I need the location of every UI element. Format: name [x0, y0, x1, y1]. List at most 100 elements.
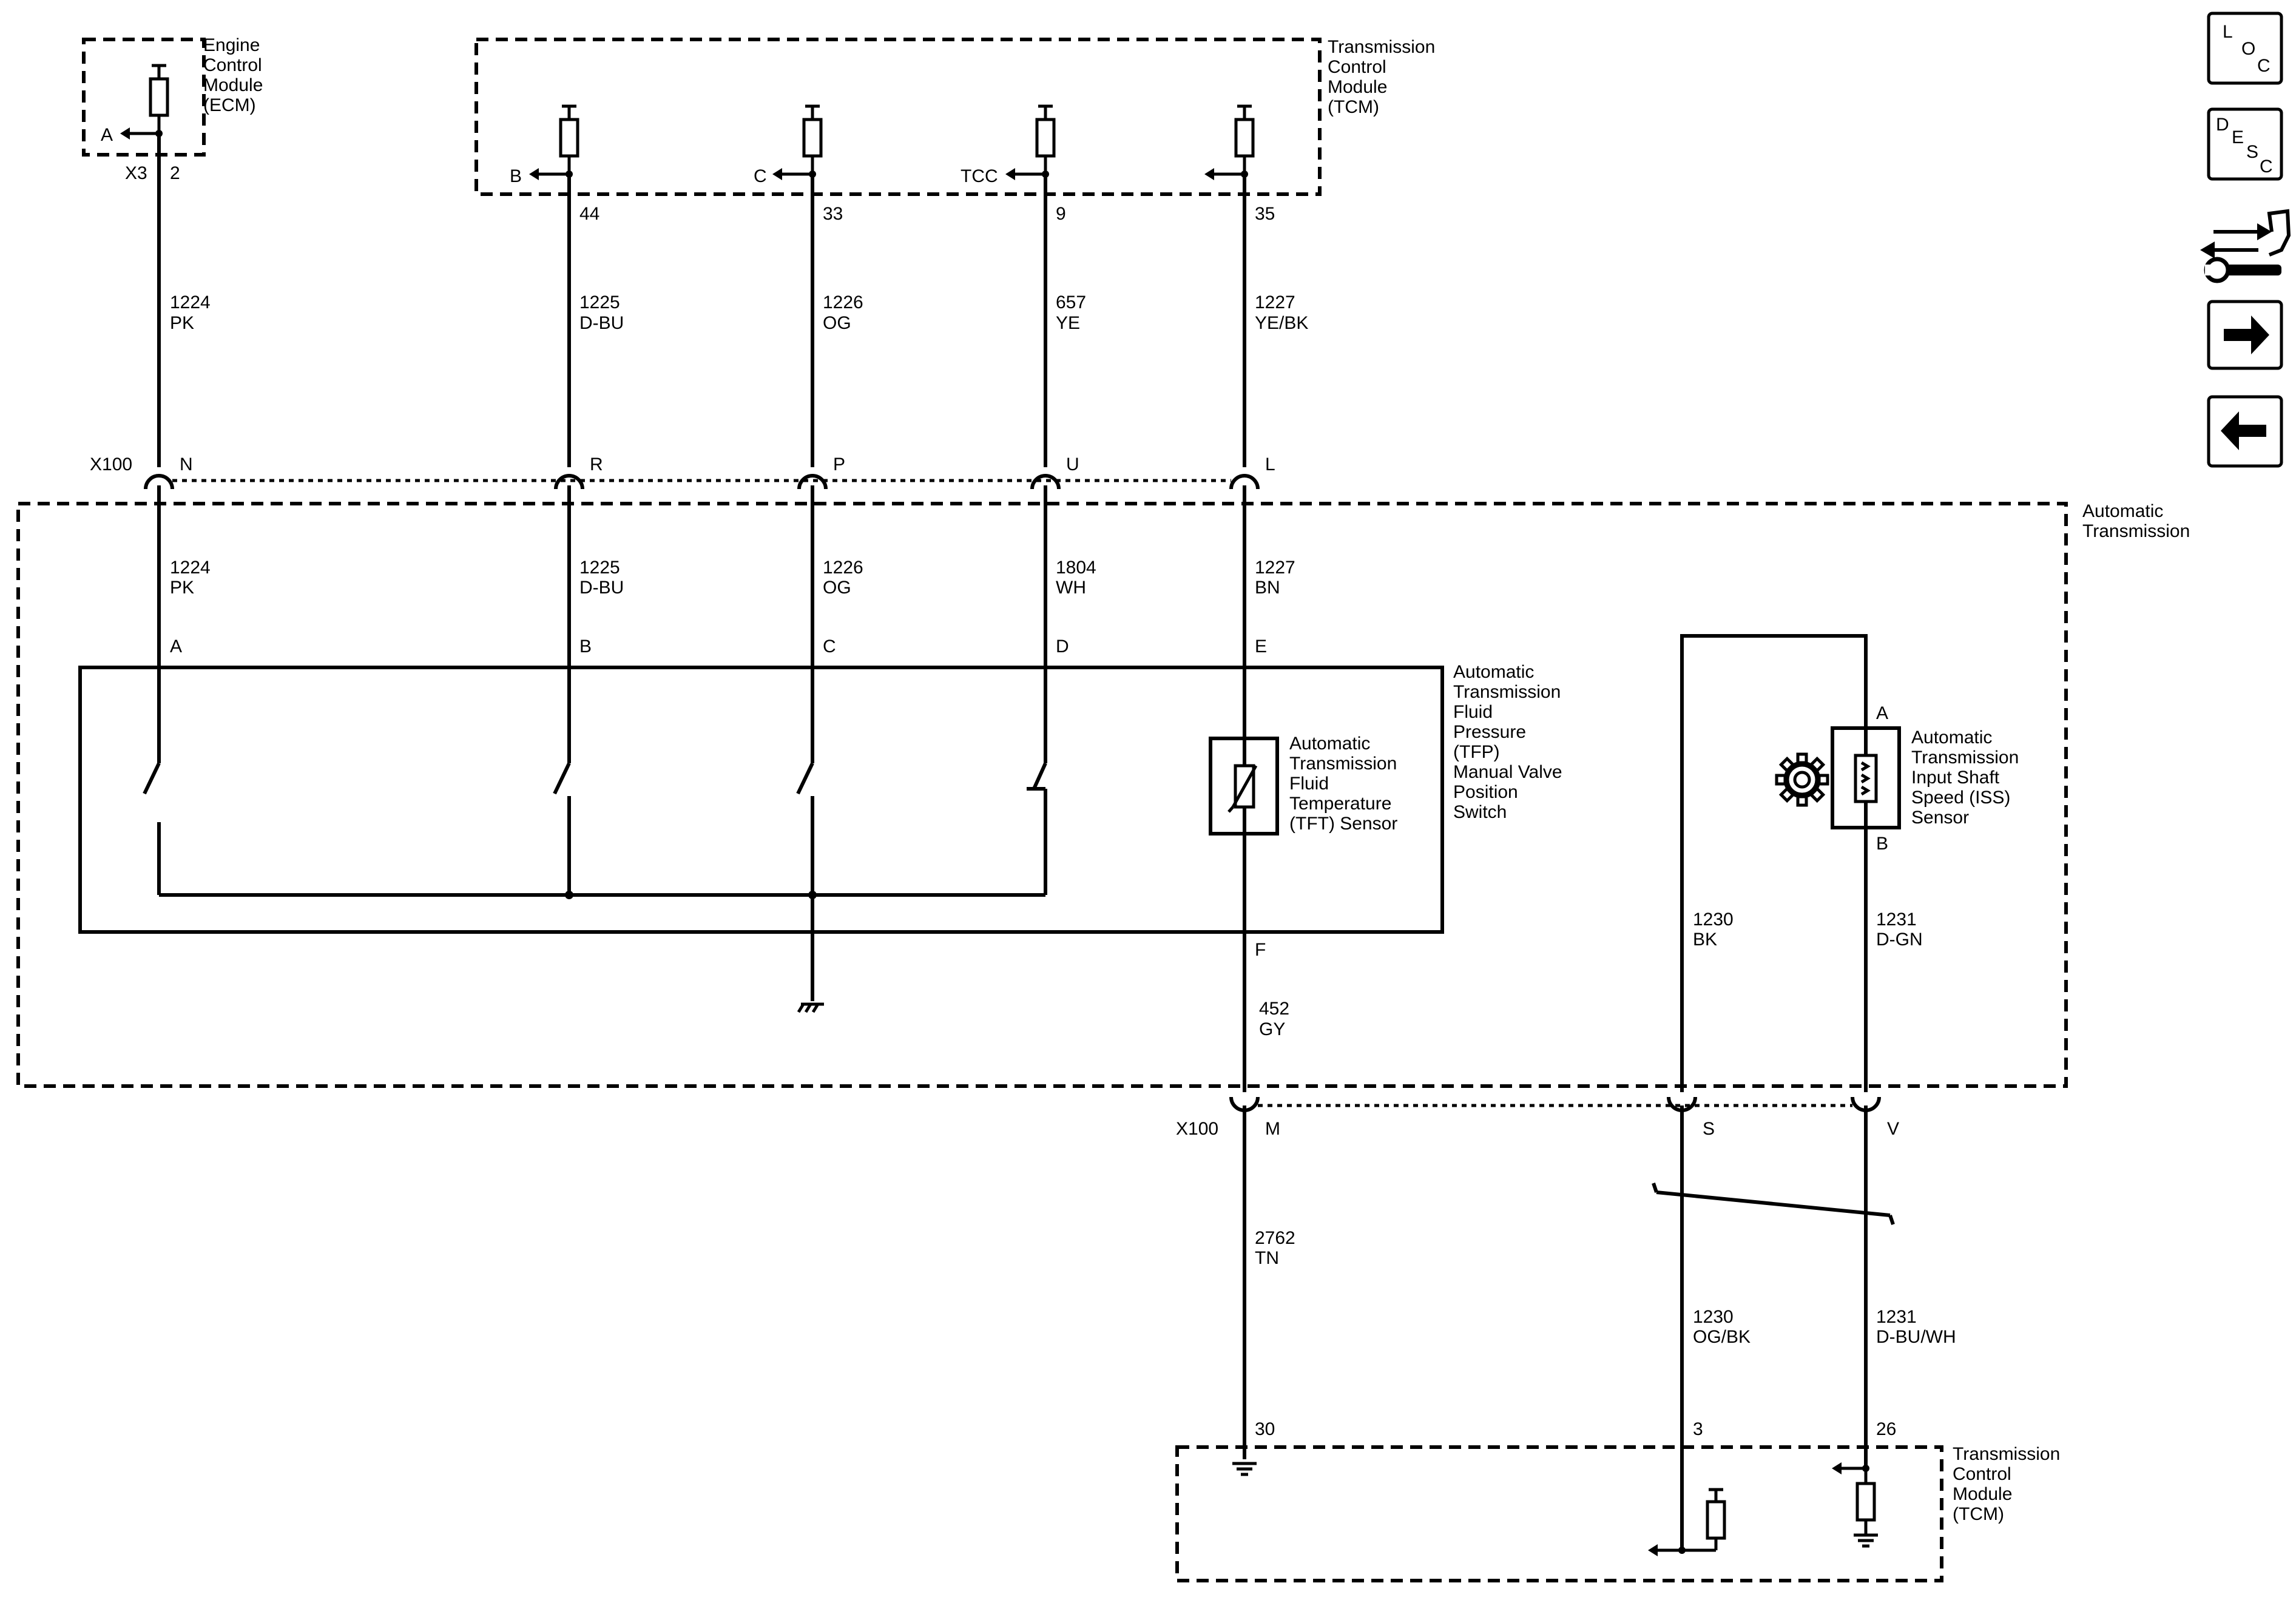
svg-text:E: E	[2232, 127, 2244, 147]
svg-text:3: 3	[1693, 1419, 1703, 1439]
ecm-module: Engine Control Module (ECM) A X3 2	[82, 35, 263, 183]
svg-text:Transmission: Transmission	[1453, 682, 1561, 702]
svg-text:Module: Module	[203, 75, 263, 95]
svg-text:657: 657	[1056, 292, 1086, 312]
svg-text:B: B	[579, 636, 592, 657]
auto-trans-label: Automatic	[2082, 501, 2163, 521]
svg-text:F: F	[1255, 940, 1266, 960]
inside-wires: 1224 PK 1225 D-BU 1226 OG 1804 WH 1227 B…	[157, 485, 1295, 1092]
automatic-transmission-box: Automatic Transmission	[16, 501, 2190, 1088]
svg-text:C: C	[754, 166, 767, 186]
nav-desc-button[interactable]: D E S C	[2207, 107, 2283, 181]
svg-text:(TFP): (TFP)	[1453, 742, 1500, 762]
tcm-top-module: Transmission Control Module (TCM) B 44 C…	[474, 37, 1435, 224]
svg-text:OG: OG	[823, 578, 851, 598]
svg-text:S: S	[1703, 1119, 1715, 1139]
svg-text:Module: Module	[1953, 1484, 2012, 1504]
iss-sensor-label: Automatic	[1911, 727, 1992, 748]
svg-text:D-BU: D-BU	[579, 578, 624, 598]
svg-text:Control: Control	[1328, 57, 1386, 77]
svg-text:Position: Position	[1453, 782, 1518, 802]
svg-text:A: A	[1876, 703, 1888, 723]
svg-text:1227: 1227	[1255, 292, 1295, 312]
svg-text:C: C	[2260, 157, 2273, 177]
svg-text:OG: OG	[823, 313, 851, 333]
svg-text:L: L	[1265, 454, 1275, 474]
upper-wires: 1224 PK 1225 D-BU 1226 OG 657 YE 1227 YE…	[157, 133, 1308, 467]
svg-text:Transmission: Transmission	[1911, 748, 2019, 768]
svg-text:L: L	[2223, 22, 2233, 42]
svg-text:1230: 1230	[1693, 1307, 1734, 1327]
svg-text:Fluid: Fluid	[1453, 702, 1493, 722]
svg-text:PK: PK	[170, 578, 194, 598]
ecm-connector-label: X3	[125, 163, 147, 183]
next-arrow-button[interactable]	[2207, 300, 2283, 370]
svg-text:Speed (ISS): Speed (ISS)	[1911, 788, 2010, 808]
svg-text:9: 9	[1056, 204, 1066, 224]
svg-text:E: E	[1255, 636, 1267, 657]
svg-text:26: 26	[1876, 1419, 1896, 1439]
svg-text:U: U	[1066, 454, 1079, 474]
svg-text:(TCM): (TCM)	[1953, 1504, 2004, 1524]
svg-text:1226: 1226	[823, 558, 863, 578]
svg-text:Switch: Switch	[1453, 802, 1507, 822]
tcm-top-label: Transmission	[1328, 37, 1435, 57]
svg-text:33: 33	[823, 204, 843, 224]
svg-text:WH: WH	[1056, 578, 1086, 598]
tfp-switch-assembly: Automatic Transmission Fluid Pressure (T…	[78, 662, 1562, 1013]
svg-text:TCC: TCC	[961, 166, 998, 186]
tfp-switch-label: Automatic	[1453, 662, 1534, 682]
svg-text:R: R	[590, 454, 603, 474]
tft-sensor-label: Automatic	[1289, 734, 1370, 754]
svg-text:D-BU/WH: D-BU/WH	[1876, 1327, 1956, 1347]
svg-text:V: V	[1887, 1119, 1899, 1139]
svg-text:1231: 1231	[1876, 910, 1917, 930]
svg-text:BN: BN	[1255, 578, 1280, 598]
svg-text:Fluid: Fluid	[1289, 774, 1329, 794]
svg-text:A: A	[170, 636, 182, 657]
svg-text:B: B	[1876, 834, 1888, 854]
svg-text:Input Shaft: Input Shaft	[1911, 768, 2000, 788]
svg-text:1231: 1231	[1876, 1307, 1917, 1327]
gear-icon	[1775, 752, 1829, 807]
x100-bottom-connector: X100 M S V	[1176, 1097, 1899, 1139]
svg-text:452: 452	[1259, 999, 1289, 1019]
nav-loc-button[interactable]: L O C	[2207, 12, 2283, 85]
x100-top-connector: X100 N R P U L	[90, 454, 1275, 489]
svg-text:D: D	[1056, 636, 1069, 657]
svg-text:N: N	[180, 454, 193, 474]
svg-text:2: 2	[170, 163, 180, 183]
svg-text:2762: 2762	[1255, 1228, 1295, 1248]
svg-text:1224: 1224	[170, 292, 211, 312]
svg-text:TN: TN	[1255, 1248, 1279, 1268]
tft-sensor: Automatic Transmission Fluid Temperature…	[1209, 734, 1397, 1039]
svg-text:A: A	[101, 125, 113, 145]
iss-sensor: A B Automatic Transmission Input Shaft S…	[1680, 634, 2019, 1092]
wrench-arrows-icon[interactable]	[2200, 209, 2291, 283]
svg-text:Transmission: Transmission	[2082, 521, 2190, 541]
svg-text:D-GN: D-GN	[1876, 930, 1923, 950]
svg-text:O: O	[2241, 39, 2255, 59]
svg-text:C: C	[2257, 56, 2271, 76]
svg-text:1225: 1225	[579, 292, 620, 312]
svg-text:GY: GY	[1259, 1019, 1285, 1039]
svg-text:BK: BK	[1693, 930, 1717, 950]
svg-text:D: D	[2216, 115, 2229, 135]
svg-text:Manual Valve: Manual Valve	[1453, 762, 1562, 782]
svg-text:35: 35	[1255, 204, 1275, 224]
svg-text:Transmission: Transmission	[1289, 754, 1397, 774]
ecm-pullup-resistor	[150, 66, 167, 133]
tcm-bottom-label: Transmission	[1953, 1444, 2060, 1464]
svg-text:D-BU: D-BU	[579, 313, 624, 333]
svg-text:1230: 1230	[1693, 910, 1734, 930]
svg-text:M: M	[1265, 1119, 1280, 1139]
svg-text:P: P	[833, 454, 845, 474]
svg-text:1227: 1227	[1255, 558, 1295, 578]
svg-text:S: S	[2246, 142, 2258, 162]
ecm-label: Engine	[203, 35, 260, 55]
svg-text:Pressure: Pressure	[1453, 722, 1526, 742]
svg-text:YE: YE	[1056, 313, 1080, 333]
lower-wires: 2762 TN 1230 OG/BK 1231 D-BU/WH 30 3 26	[1243, 1106, 1956, 1550]
svg-text:44: 44	[579, 204, 599, 224]
prev-arrow-button[interactable]	[2207, 395, 2283, 468]
